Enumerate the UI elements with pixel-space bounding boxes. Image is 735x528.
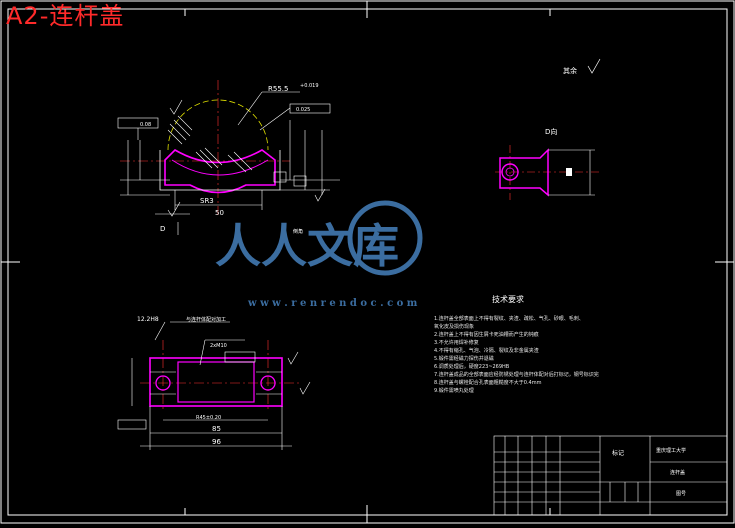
watermark: 人人文库 w w w . r e n r e n d o c . c o m (215, 200, 423, 309)
roughness-other-label: 其余 (563, 66, 577, 75)
d-view-label: D向 (545, 127, 557, 136)
watermark-text: 人人文库 (215, 219, 399, 273)
tech-item-6: 6.调质处理后，硬度223~269HB (434, 363, 510, 370)
tech-item-7: 7.连杆盖成品的全部表面应经防锈处理与连杆体配对后打标记，钢号标识完 (434, 371, 599, 378)
title-block-scale: 图号 (676, 491, 686, 497)
roughness-other: 其余 (563, 58, 601, 75)
tech-item-3: 3.不允许用焊补修复 (434, 339, 479, 346)
bolt-note: 与连杆体配对加工 (186, 316, 226, 323)
tech-item-9: 9.锻件需喷丸处理 (434, 387, 474, 394)
sheet-title: A2-连杆盖 (6, 2, 125, 30)
title-block-part: 连杆盖 (670, 469, 685, 476)
tech-heading: 技术要求 (492, 294, 524, 304)
title-block-school: 重庆理工大学 (656, 447, 686, 454)
dim-12-label: 12.2H8 (137, 316, 159, 323)
tech-item-8: 8.连杆盖与螺栓配合孔表面粗糙度不大于0.4mm (434, 379, 542, 386)
d-view: D向 (495, 127, 600, 200)
tech-item-4: 4.不得有缩孔、气泡、冷隔、裂纹及非金属夹渣 (434, 347, 539, 354)
title-block-mark: 标记 (612, 449, 624, 457)
flatness-value: 0.025 (296, 107, 310, 113)
watermark-url: w w w . r e n r e n d o c . c o m (247, 298, 418, 309)
sr-label: SR3 (200, 197, 214, 205)
tech-item-5: 5.锻件需经磁力探伤并退磁 (434, 355, 494, 362)
main-view: R55.5 +0.019 0.025 0.08 SR3 50 D 倒角 (117, 80, 340, 235)
perp-value: 0.08 (140, 122, 151, 128)
dim-96: 96 (212, 438, 221, 446)
tech-item-0: 1.连杆盖全部表面上不得有裂纹、夹渣、疏松、气孔、砂眼、毛刺、 (434, 315, 584, 322)
dim-85: 85 (212, 425, 221, 433)
d-label-main: D (160, 225, 165, 233)
radius-label: R55.5 (268, 85, 288, 93)
hole-note: 2xM10 (210, 343, 227, 349)
rs-label: R45±0.20 (196, 415, 221, 421)
title-block (493, 435, 728, 516)
dim-50: 50 (215, 209, 224, 217)
bottom-view: 12.2H8 与连杆体配对加工 2xM10 R45±0.20 85 96 (117, 316, 311, 450)
tech-requirements: 技术要求 1.连杆盖全部表面上不得有裂纹、夹渣、疏松、气孔、砂眼、毛刺、 氧化皮… (434, 294, 599, 394)
fit-label: +0.019 (300, 83, 319, 89)
chamfer-note: 倒角 (293, 228, 303, 235)
tech-item-1: 氧化皮及损伤现象 (434, 323, 474, 330)
tech-item-2: 2.连杆盖上不得有因生屑卡死油槽而产生的钝痕 (434, 331, 539, 338)
